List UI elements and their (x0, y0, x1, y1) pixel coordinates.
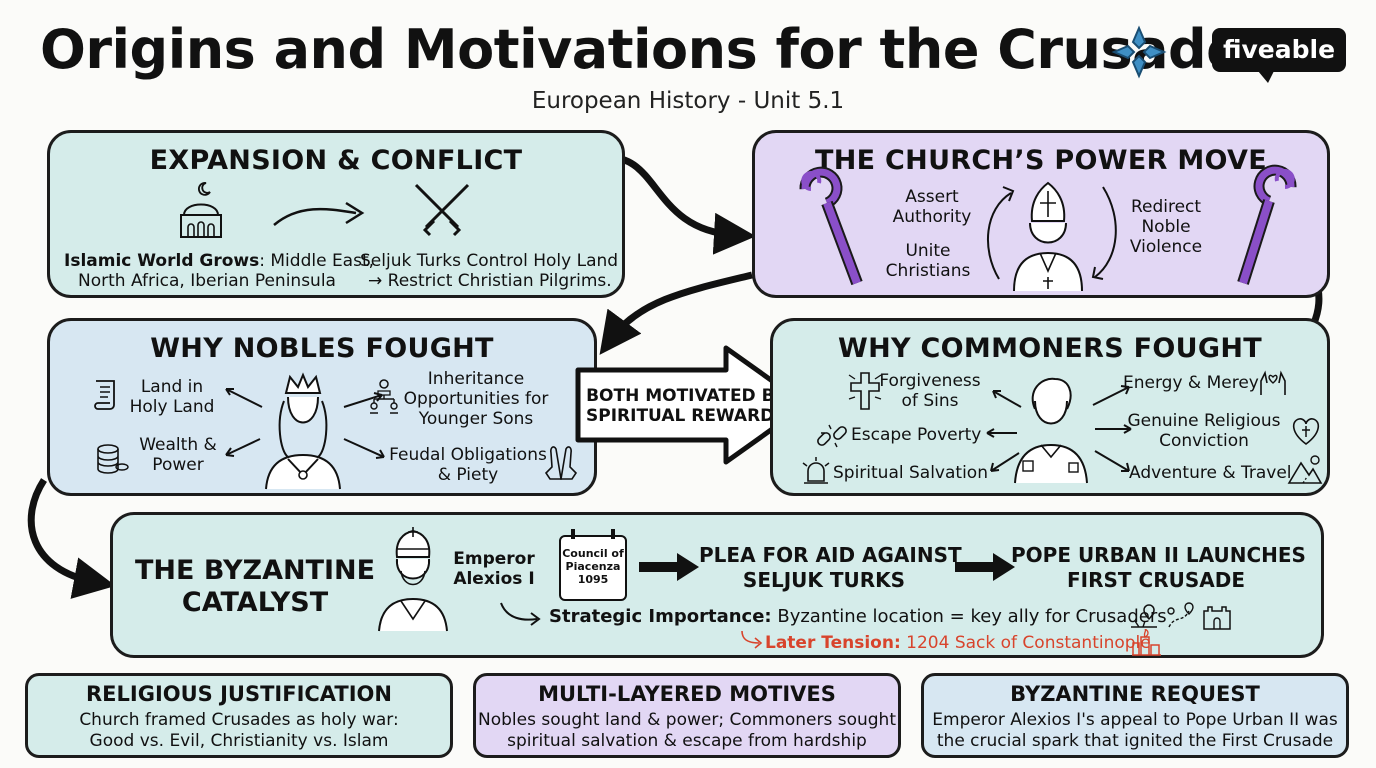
seljuk-line1: Seljuk Turks Control Holy Land (360, 251, 619, 271)
nobles-title: WHY NOBLES FOUGHT (150, 333, 494, 364)
cycle-arrows-icon (987, 186, 1117, 280)
pope-icon (1013, 181, 1083, 292)
tension-text: Later Tension: 1204 Sack of Constantinop… (765, 633, 1151, 653)
crozier-icon (799, 166, 863, 286)
summary-text: Nobles sought land & power; Commoners so… (477, 710, 896, 751)
summary-text: Church framed Crusades as holy war:Good … (79, 710, 399, 751)
arrows-from-noble-right (343, 392, 385, 459)
spiritual-salvation-text: Spiritual Salvation (833, 463, 988, 483)
arrow-to-pope (955, 553, 1015, 581)
council-calendar: Council of Piacenza 1095 (559, 529, 627, 601)
council-line2: Piacenza (565, 560, 621, 573)
emperor-icon (378, 527, 448, 632)
strategic-text: Strategic Importance: Byzantine location… (549, 606, 1167, 627)
council-line1: Council of (562, 547, 624, 560)
map-pin-icon (1131, 604, 1157, 628)
coins-icon (97, 444, 129, 474)
scroll-icon (94, 380, 115, 410)
crossed-swords-icon (414, 183, 470, 237)
cross-pattee-icon (1111, 25, 1167, 79)
summary-byzantine-request: BYZANTINE REQUEST Emperor Alexios I's ap… (921, 673, 1349, 758)
commoner-arrows-left (986, 390, 1022, 472)
seljuk-line2: → Restrict Christian Pilgrims. (368, 271, 612, 291)
expansion-title: EXPANSION & CONFLICT (149, 145, 523, 176)
escape-poverty-text: Escape Poverty (851, 425, 982, 445)
raised-hands-icon (1260, 370, 1286, 395)
summary-title: RELIGIOUS JUSTIFICATION (86, 682, 392, 706)
route-icon (1167, 602, 1194, 628)
commoners-title: WHY COMMONERS FOUGHT (838, 333, 1262, 364)
islamic-world-line2: North Africa, Iberian Peninsula (78, 271, 336, 291)
energy-text: Energy & Merey (1123, 373, 1259, 393)
council-line3: 1095 (577, 573, 609, 586)
cross-icon (848, 372, 882, 410)
adventure-text: Adventure & Travel (1129, 463, 1292, 483)
both-motivated-arrow (575, 345, 809, 465)
islamic-world-text: Islamic World Grows: Middle East, (64, 251, 375, 271)
page-title: Origins and Motivations for the Crusades (40, 18, 1274, 81)
feudal-text: Feudal Obligations& Piety (389, 445, 547, 485)
expansion-conflict-panel: EXPANSION & CONFLICT Islamic World Grows… (47, 130, 625, 298)
peasant-icon (1014, 377, 1088, 484)
light-icon (802, 457, 830, 484)
arrow-to-plea (639, 553, 699, 581)
arrows-to-noble-left (225, 388, 263, 457)
burning-city-icon (1132, 629, 1161, 656)
fiveable-logo[interactable]: fiveable (1212, 28, 1346, 83)
broken-chain-icon (817, 424, 847, 448)
heart-cross-icon (1292, 418, 1320, 445)
family-tree-icon (370, 379, 398, 414)
summary-religious-justification: RELIGIOUS JUSTIFICATION Church framed Cr… (25, 673, 453, 758)
commoner-arrows-right (1092, 385, 1132, 472)
wealth-text: Wealth &Power (139, 435, 217, 475)
church-title: THE CHURCH’S POWER MOVE (815, 145, 1267, 176)
crowned-noble-icon (265, 372, 341, 490)
praying-hands-icon (544, 446, 578, 480)
arrow-church-to-nobles (599, 271, 753, 355)
arrow-icon (273, 201, 365, 226)
return-arrow-red (741, 630, 763, 649)
curved-arrow-to-strategic (500, 602, 541, 626)
crozier-icon (1237, 164, 1297, 285)
castle-icon (1203, 606, 1231, 630)
arrow-nobles-to-byzantine (27, 478, 116, 599)
summary-multi-layered-motives: MULTI-LAYERED MOTIVES Nobles sought land… (473, 673, 901, 758)
mountain-path-icon (1287, 455, 1323, 484)
summary-title: MULTI-LAYERED MOTIVES (538, 682, 836, 706)
page-subtitle: European History - Unit 5.1 (531, 88, 845, 114)
mosque-icon (180, 182, 222, 238)
summary-text: Emperor Alexios I's appeal to Pope Urban… (932, 710, 1338, 751)
summary-title: BYZANTINE REQUEST (1010, 682, 1260, 706)
